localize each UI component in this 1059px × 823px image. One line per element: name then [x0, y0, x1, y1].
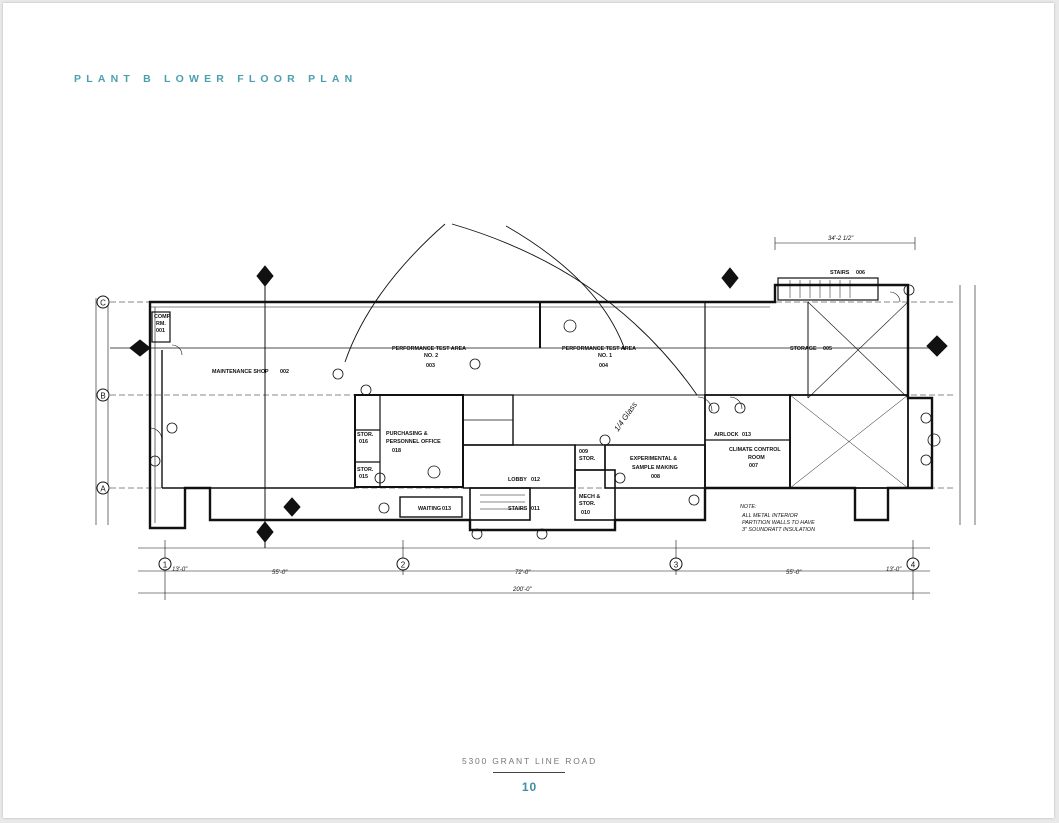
note-line-2: PARTITION WALLS TO HAVE	[742, 520, 815, 526]
room-mech-no: 010	[581, 510, 590, 516]
room-maintenance-no: 002	[280, 369, 289, 375]
dim-top-right: 34'-2 1/2"	[828, 236, 854, 242]
room-maintenance: MAINTENANCE SHOP	[212, 369, 269, 375]
grid-bubble-2	[396, 557, 410, 571]
note-title: NOTE:	[740, 504, 757, 510]
grid-number-3: 3	[674, 561, 679, 570]
room-perf-2-sub: NO. 2	[424, 353, 438, 359]
grid-number-2: 2	[401, 561, 406, 570]
section-marker-right	[926, 335, 948, 357]
grid-letter-c: C	[100, 299, 106, 308]
grid-bubble-1	[158, 557, 172, 571]
section-marker-left	[129, 339, 151, 357]
room-climate-no: 007	[749, 463, 758, 469]
room-waiting-no: 013	[442, 506, 451, 512]
dim-bay-1: 55'-0"	[272, 570, 288, 576]
grid-bubble-a	[96, 481, 110, 495]
grid-number-4: 4	[911, 561, 916, 570]
grid-bubble-3	[669, 557, 683, 571]
room-mech-2: STOR.	[579, 501, 596, 507]
room-comp-2: RM.	[156, 321, 166, 327]
page-title: PLANT B LOWER FLOOR PLAN	[74, 73, 358, 85]
room-stor-a: STOR.	[357, 432, 374, 438]
room-stor-c: STOR.	[579, 456, 596, 462]
room-airlock: AIRLOCK	[714, 432, 739, 438]
room-perf-1-sub: NO. 1	[598, 353, 612, 359]
room-stairs-top: STAIRS	[830, 270, 850, 276]
grid-letter-b: B	[100, 392, 105, 401]
room-purchasing: PURCHASING &	[386, 431, 428, 437]
room-purchasing-no: 018	[392, 448, 401, 454]
room-stairs-bottom-no: 011	[531, 506, 540, 512]
room-experimental-no: 008	[651, 474, 660, 480]
room-waiting: WAITING	[418, 506, 441, 512]
room-comp: COMP.	[154, 314, 171, 320]
room-comp-no: 001	[156, 328, 165, 334]
section-marker-bottom-left	[283, 497, 301, 517]
grid-number-1: 1	[163, 561, 168, 570]
room-stor-c-no: 009	[579, 449, 588, 455]
document-page	[3, 3, 1054, 818]
room-climate-2: ROOM	[748, 455, 765, 461]
grid-bubble-4	[906, 557, 920, 571]
room-perf-2-no: 003	[426, 363, 435, 369]
note-line-3: 3" SOUNDRATT INSULATION	[742, 527, 815, 533]
room-perf-1: PERFORMANCE TEST AREA	[562, 346, 636, 352]
room-stor-b-no: 015	[359, 474, 368, 480]
room-experimental-2: SAMPLE MAKING	[632, 465, 678, 471]
room-perf-1-no: 004	[599, 363, 608, 369]
grid-bubble-c	[96, 295, 110, 309]
room-mech: MECH &	[579, 494, 600, 500]
section-marker-top-right	[721, 267, 739, 289]
arc-line-2	[451, 223, 698, 396]
arc-line-1	[344, 223, 446, 363]
dim-bay-2: 72'-0"	[515, 570, 531, 576]
note-line-1: ALL METAL INTERIOR	[741, 513, 798, 519]
room-climate: CLIMATE CONTROL	[729, 447, 781, 453]
page-number: 10	[521, 780, 538, 794]
room-airlock-no: 013	[742, 432, 751, 438]
room-perf-2: PERFORMANCE TEST AREA	[392, 346, 466, 352]
room-stor-a-no: 016	[359, 439, 368, 445]
room-lobby-no: 012	[531, 477, 540, 483]
grid-bubble-b	[96, 388, 110, 402]
room-purchasing-2: PERSONNEL OFFICE	[386, 439, 441, 445]
room-storage-no: 005	[823, 346, 832, 352]
room-experimental: EXPERIMENTAL &	[630, 456, 677, 462]
footer-divider	[493, 772, 565, 773]
dim-left-end: 13'-0"	[172, 567, 188, 573]
section-marker-top-left	[256, 265, 274, 287]
room-stairs-top-no: 006	[856, 270, 865, 276]
arc-line-3	[505, 225, 626, 351]
room-storage: STORAGE	[790, 346, 817, 352]
room-lobby: LOBBY	[508, 477, 527, 483]
room-stairs-bottom: STAIRS	[508, 506, 528, 512]
dim-total: 200'-0"	[512, 587, 532, 593]
room-stor-b: STOR.	[357, 467, 374, 473]
dim-right-end: 13'-0"	[886, 567, 902, 573]
dim-bay-3: 55'-0"	[786, 570, 802, 576]
footer-address: 5300 GRANT LINE ROAD	[461, 756, 598, 766]
section-marker-bottom	[256, 521, 274, 543]
glass-note: 1/4 Glass	[612, 400, 639, 433]
grid-letter-a: A	[100, 485, 106, 494]
